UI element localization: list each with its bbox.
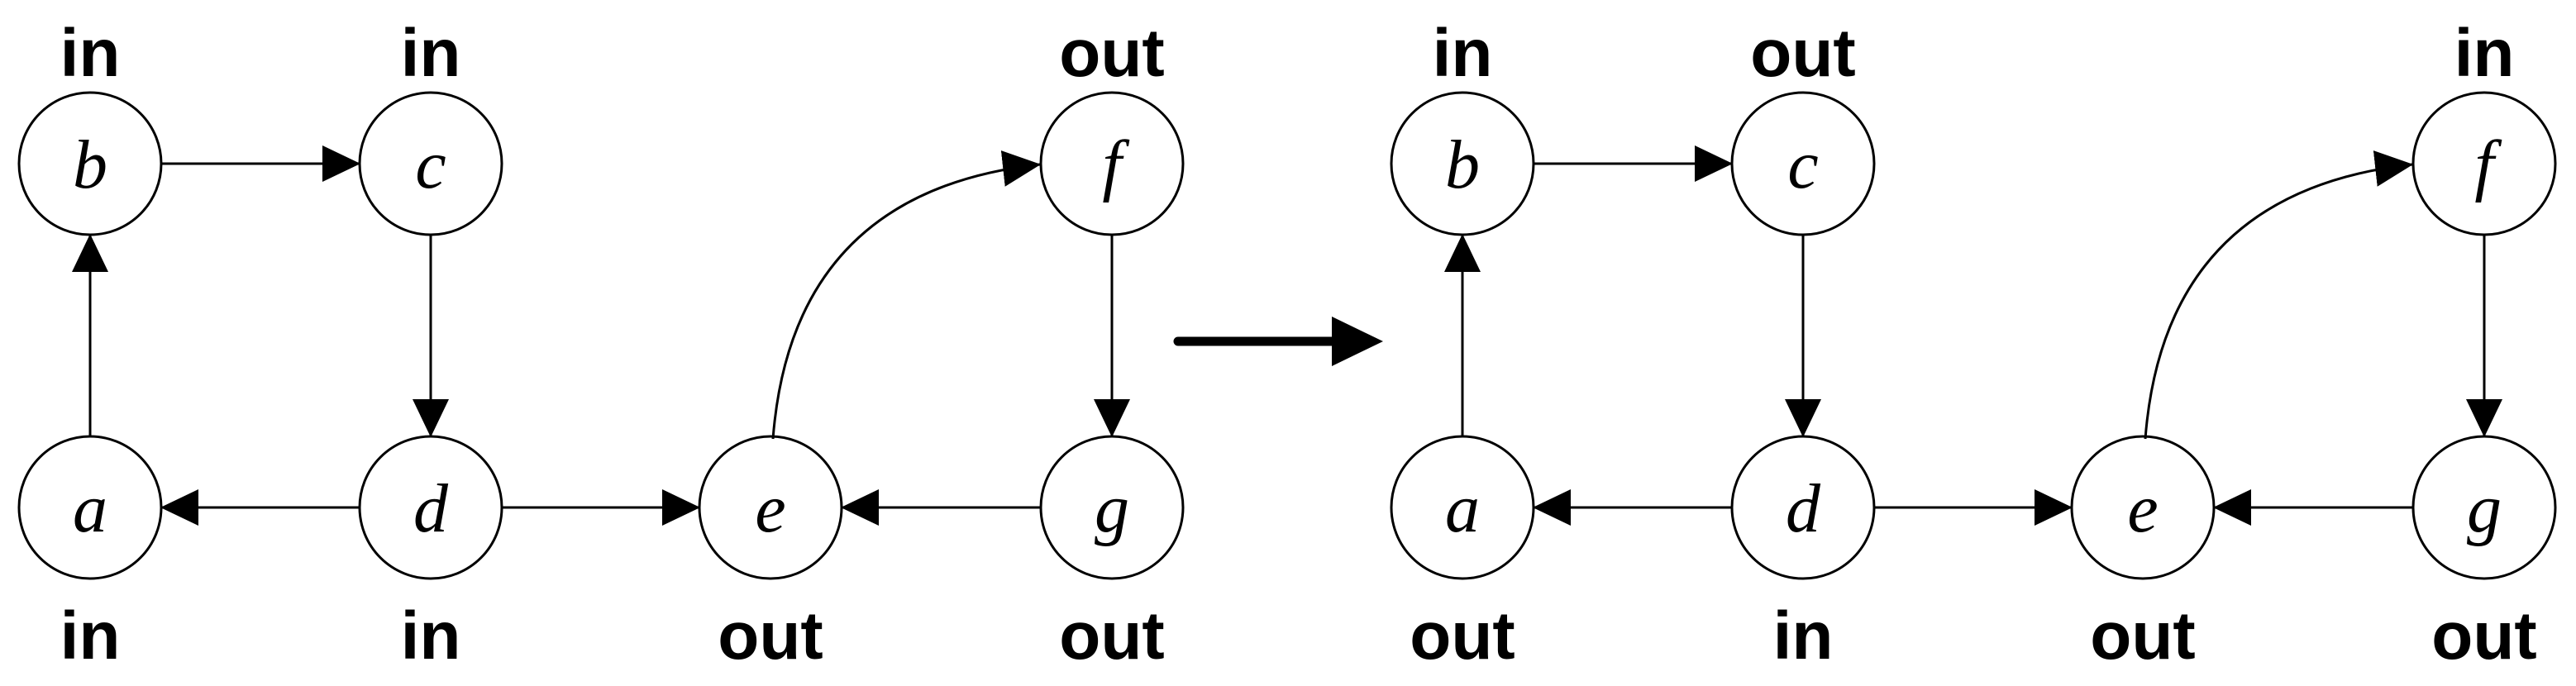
node-c-left-tag: in: [401, 16, 461, 91]
node-d-right-tag: in: [1773, 598, 1834, 674]
node-a-left-label: a: [73, 470, 107, 547]
node-g-left-tag: out: [1059, 598, 1164, 674]
node-g-right-tag: out: [2431, 598, 2536, 674]
node-b-right-tag: in: [1433, 16, 1493, 91]
node-e-right-label: e: [2127, 470, 2158, 547]
node-d-left-label: d: [413, 470, 449, 547]
transformation-arrow-icon: [1173, 317, 1383, 366]
node-c-right-label: c: [1787, 126, 1818, 203]
node-e-left-tag: out: [718, 598, 823, 674]
node-b-left-label: b: [73, 126, 107, 203]
node-d-right-label: d: [1786, 470, 1821, 547]
node-d-left-tag: in: [401, 598, 461, 674]
transformation-arrow-head: [1332, 317, 1383, 366]
node-f-right-tag: in: [2454, 16, 2515, 91]
node-c-left-label: c: [415, 126, 446, 203]
node-f-left-tag: out: [1059, 16, 1164, 91]
node-c-right-tag: out: [1750, 16, 1855, 91]
node-b-right-label: b: [1445, 126, 1480, 203]
node-e-right-tag: out: [2090, 598, 2195, 674]
edge-e-f-left: [771, 150, 1041, 440]
node-e-left-label: e: [755, 470, 785, 547]
node-g-right-label: g: [2467, 470, 2502, 547]
node-a-left-tag: in: [60, 598, 121, 674]
node-g-left-label: g: [1095, 470, 1129, 547]
node-a-right-label: a: [1445, 470, 1480, 547]
edge-e-f-right: [2144, 150, 2413, 440]
node-b-left-tag: in: [60, 16, 121, 91]
node-a-right-tag: out: [1410, 598, 1515, 674]
